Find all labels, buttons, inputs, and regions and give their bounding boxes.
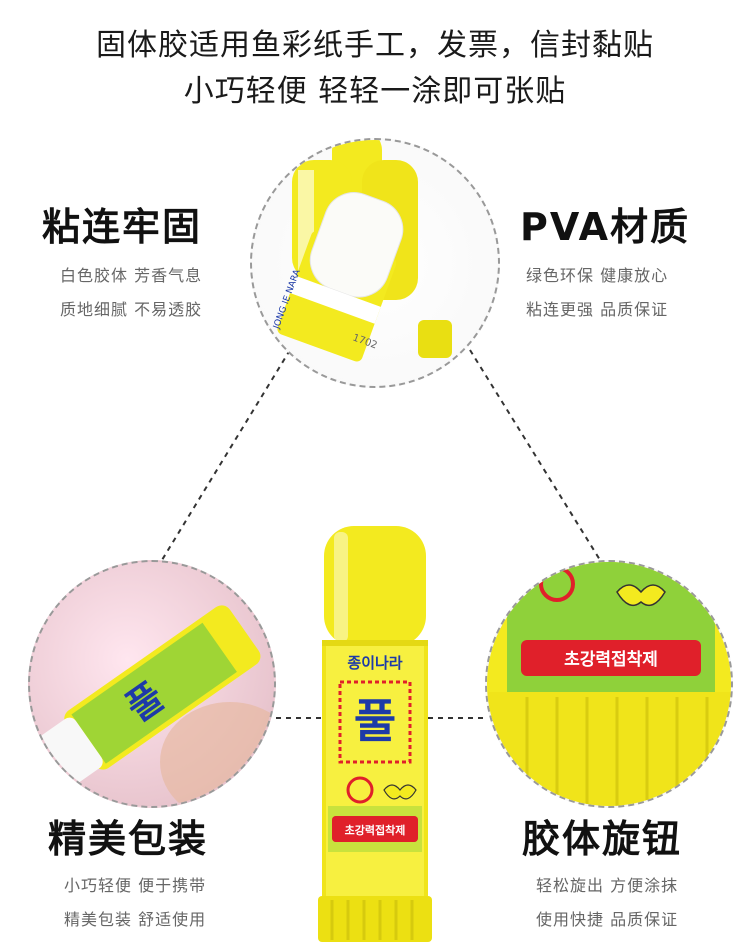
feature-title-material: PVA材质 xyxy=(520,205,691,249)
glue-stick-center-product: 종이나라 풀 초강력접착제 xyxy=(318,526,432,942)
twist-knob-closeup-illustration: 초강력접착제 xyxy=(487,562,731,806)
detail-circle-glue-body: JONG IE NARA 1702 xyxy=(250,138,500,388)
detail-circle-packaging: 풀 xyxy=(28,560,276,808)
tagline-label-text: 초강력접착제 xyxy=(345,823,406,837)
feature-line: 使用快捷 品质保证 xyxy=(536,910,679,929)
brand-label-text: 종이나라 xyxy=(347,654,402,672)
feature-line: 白色胶体 芳香气息 xyxy=(60,266,203,285)
feature-line: 质地细腻 不易透胶 xyxy=(60,300,203,319)
feature-line: 小巧轻便 便于携带 xyxy=(64,876,207,895)
tagline-text-closeup: 초강력접착제 xyxy=(564,650,658,670)
glue-stick-in-hand-illustration: 풀 xyxy=(30,605,274,806)
feature-title-twist-knob: 胶体旋钮 xyxy=(522,817,683,861)
feature-line: 粘连更强 品质保证 xyxy=(526,300,669,319)
detail-circle-twist-knob: 초강력접착제 xyxy=(485,560,733,808)
feature-line: 轻松旋出 方便涂抹 xyxy=(536,876,679,895)
product-name-text: 풀 xyxy=(354,694,396,748)
glue-sticks-photo-illustration: JONG IE NARA 1702 xyxy=(272,140,452,362)
feature-title-packaging: 精美包装 xyxy=(48,817,209,861)
feature-title-adhesion: 粘连牢固 xyxy=(42,205,203,249)
feature-line: 绿色环保 健康放心 xyxy=(526,266,669,285)
feature-line: 精美包装 舒适使用 xyxy=(64,910,207,929)
headline-1: 固体胶适用鱼彩纸手工，发票，信封黏贴 xyxy=(96,28,654,63)
headline-2: 小巧轻便 轻轻一涂即可张贴 xyxy=(183,74,567,109)
